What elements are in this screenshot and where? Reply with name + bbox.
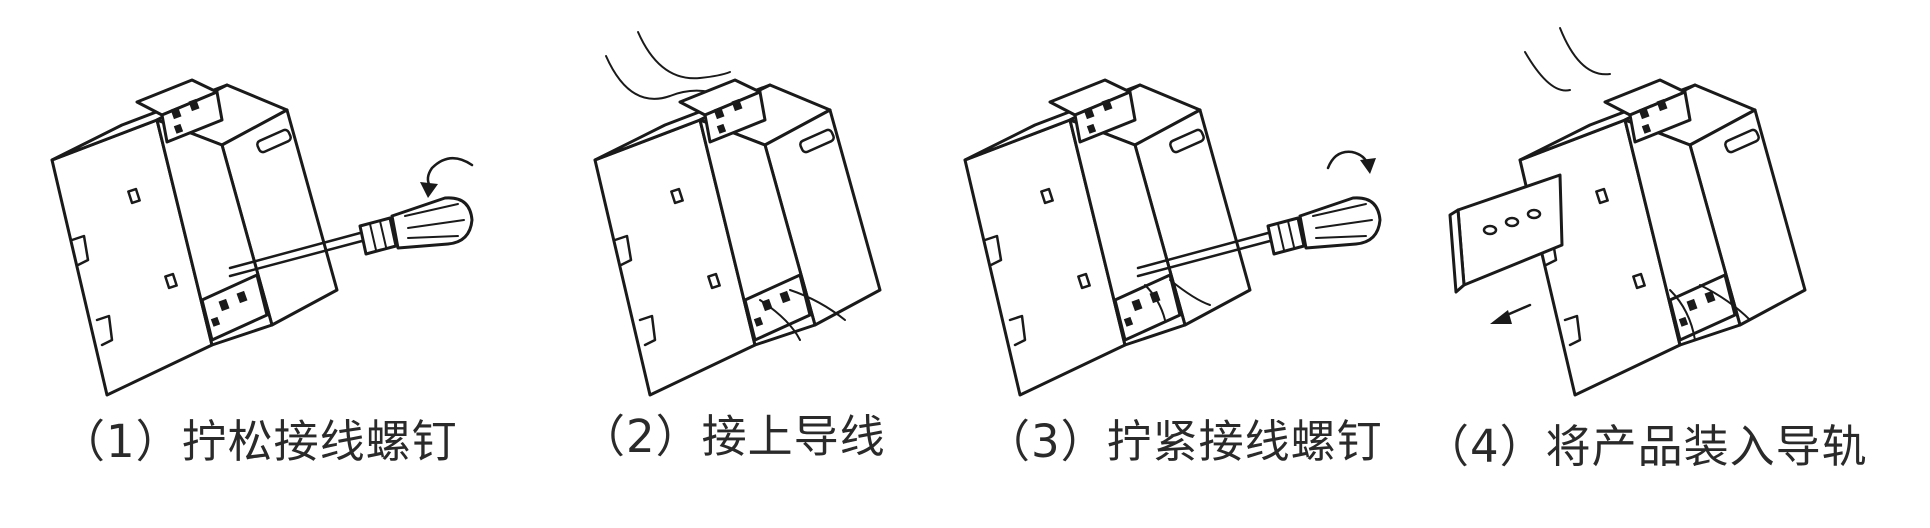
rotate-clockwise-arrow-icon bbox=[1326, 150, 1376, 174]
step-2-panel: （2）接上导线 bbox=[560, 0, 960, 528]
step-3-caption: （3）拧紧接线螺钉 bbox=[985, 415, 1383, 468]
step-3-panel: （3）拧紧接线螺钉 bbox=[960, 0, 1383, 528]
step-1-illustration bbox=[50, 78, 474, 397]
step-2-caption: （2）接上导线 bbox=[580, 410, 886, 463]
step-4-illustration bbox=[1448, 27, 1807, 397]
step-2-illustration bbox=[593, 31, 882, 397]
slide-arrow-icon bbox=[1490, 303, 1532, 324]
din-rail-icon bbox=[1448, 173, 1564, 294]
din-rail-meter-icon bbox=[50, 78, 339, 397]
din-rail-meter-icon bbox=[963, 78, 1252, 397]
step-3-illustration bbox=[963, 78, 1382, 397]
step-1-caption: （1）拧松接线螺钉 bbox=[60, 415, 458, 468]
din-rail-meter-icon bbox=[593, 78, 882, 397]
rotate-counterclockwise-arrow-icon bbox=[420, 157, 474, 198]
step-4-caption: （4）将产品装入导轨 bbox=[1424, 420, 1868, 473]
step-4-panel: （4）将产品装入导轨 bbox=[1420, 0, 1920, 528]
step-1-panel: （1）拧松接线螺钉 bbox=[40, 0, 500, 528]
